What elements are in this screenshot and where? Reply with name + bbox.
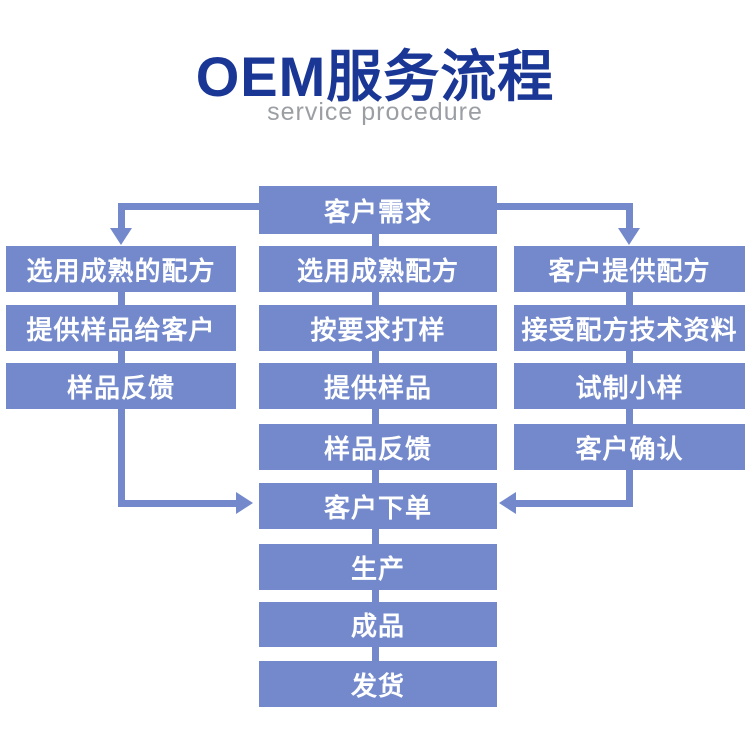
connector-left-2-3-line <box>118 349 125 364</box>
connector-right-feedback-vertical-line <box>626 470 633 507</box>
connector-left-1-2-line <box>118 290 125 306</box>
node-customer-demand: 客户需求 <box>259 186 497 234</box>
arrow-down-left-icon <box>110 228 132 245</box>
connector-top-right-vertical-line <box>626 203 633 229</box>
connector-top-right-horizontal-line <box>497 203 633 210</box>
node-provide-sample: 提供样品 <box>259 363 497 409</box>
node-customer-confirm: 客户确认 <box>514 424 745 470</box>
page-title: OEM服务流程 <box>195 45 555 108</box>
node-customer-order: 客户下单 <box>259 483 497 529</box>
connector-middle-7-8-line <box>372 646 379 662</box>
connector-top-left-vertical-line <box>118 203 125 229</box>
node-sample-feedback-left: 样品反馈 <box>6 363 236 409</box>
connector-right-feedback-horizontal-line <box>516 500 633 507</box>
node-provide-sample-to-customer: 提供样品给客户 <box>6 305 236 351</box>
page-subtitle: service procedure <box>267 98 483 126</box>
connector-middle-4-5-line <box>372 469 379 484</box>
connector-right-1-2-line <box>626 291 633 306</box>
connector-middle-3-4-line <box>372 408 379 425</box>
node-use-mature-formula: 选用成熟的配方 <box>6 246 236 292</box>
connector-middle-2-3-line <box>372 350 379 364</box>
connector-middle-5-6-line <box>372 528 379 545</box>
node-shipment: 发货 <box>259 661 497 707</box>
node-sample-per-request: 按要求打样 <box>259 305 497 351</box>
arrow-left-to-order-icon <box>499 492 516 514</box>
connector-left-feedback-horizontal-line <box>118 500 237 507</box>
node-production: 生产 <box>259 544 497 590</box>
node-accept-formula-data: 接受配方技术资料 <box>514 305 745 351</box>
node-customer-provides-formula: 客户提供配方 <box>514 246 745 292</box>
node-trial-sample: 试制小样 <box>514 363 745 409</box>
arrow-right-to-order-icon <box>236 492 253 514</box>
node-finished-product: 成品 <box>259 602 497 647</box>
connector-middle-6-7-line <box>372 589 379 603</box>
connector-middle-1-2-line <box>372 291 379 306</box>
connector-top-left-horizontal-line <box>118 203 259 210</box>
connector-top-to-middle-line <box>372 234 379 246</box>
connector-left-feedback-vertical-line <box>118 409 125 507</box>
connector-right-3-4-line <box>626 408 633 425</box>
node-sample-feedback-middle: 样品反馈 <box>259 424 497 470</box>
arrow-down-right-icon <box>618 228 640 245</box>
node-select-mature-formula: 选用成熟配方 <box>259 246 497 292</box>
connector-right-2-3-line <box>626 350 633 364</box>
